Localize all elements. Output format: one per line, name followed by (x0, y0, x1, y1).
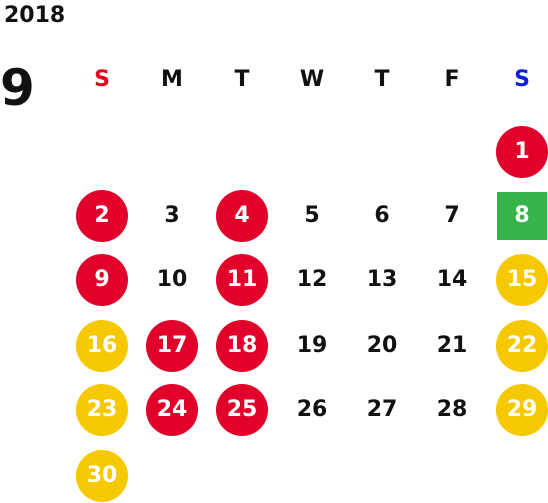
day-cell-8[interactable]: 8 (497, 192, 547, 240)
day-cell-3[interactable]: 3 (164, 203, 180, 228)
weekday-label: S (94, 67, 110, 92)
day-cell-17[interactable]: 17 (146, 320, 198, 372)
day-cell-2[interactable]: 2 (76, 190, 128, 242)
day-cell-20[interactable]: 20 (366, 333, 398, 358)
weekday-label: W (299, 67, 325, 92)
day-cell-28[interactable]: 28 (436, 397, 468, 422)
weekday-label: S (514, 67, 530, 92)
day-cell-1[interactable]: 1 (496, 126, 548, 178)
day-cell-18[interactable]: 18 (216, 320, 268, 372)
day-cell-22[interactable]: 22 (496, 320, 548, 372)
day-cell-30[interactable]: 30 (76, 450, 128, 502)
weekday-label: M (161, 67, 183, 92)
month-number: 9 (0, 59, 35, 117)
day-cell-6[interactable]: 6 (374, 203, 390, 228)
weekday-label: T (374, 67, 390, 92)
day-cell-4[interactable]: 4 (216, 190, 268, 242)
day-cell-24[interactable]: 24 (146, 384, 198, 436)
day-cell-23[interactable]: 23 (76, 384, 128, 436)
day-cell-10[interactable]: 10 (156, 267, 188, 292)
year-label: 2018 (4, 3, 66, 28)
weekday-label: F (444, 67, 460, 92)
day-cell-29[interactable]: 29 (496, 384, 548, 436)
day-cell-16[interactable]: 16 (76, 320, 128, 372)
day-cell-19[interactable]: 19 (296, 333, 328, 358)
day-cell-21[interactable]: 21 (436, 333, 468, 358)
day-cell-9[interactable]: 9 (76, 254, 128, 306)
day-cell-27[interactable]: 27 (366, 397, 398, 422)
day-cell-11[interactable]: 11 (216, 254, 268, 306)
day-cell-26[interactable]: 26 (296, 397, 328, 422)
day-cell-25[interactable]: 25 (216, 384, 268, 436)
day-cell-12[interactable]: 12 (296, 267, 328, 292)
day-cell-14[interactable]: 14 (436, 267, 468, 292)
day-cell-13[interactable]: 13 (366, 267, 398, 292)
day-cell-15[interactable]: 15 (496, 254, 548, 306)
day-cell-7[interactable]: 7 (444, 203, 460, 228)
day-cell-5[interactable]: 5 (304, 203, 320, 228)
weekday-label: T (234, 67, 250, 92)
